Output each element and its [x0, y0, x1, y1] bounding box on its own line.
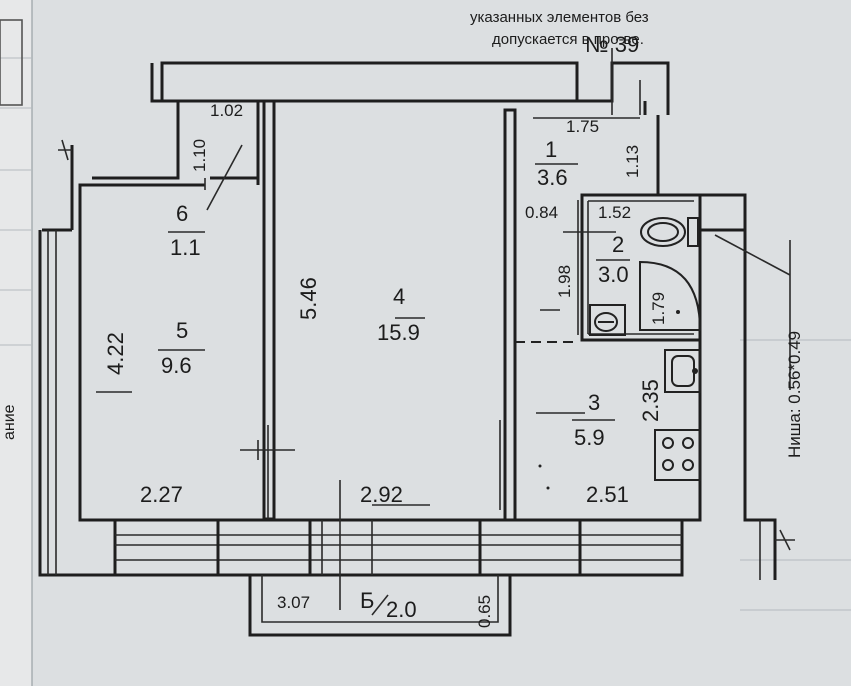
apartment-number: № 39 — [585, 32, 639, 57]
dim-corridor-width: 1.75 — [566, 117, 599, 136]
toilet-fixture — [640, 217, 699, 247]
dim-room-4-height: 5.46 — [296, 277, 321, 320]
dim-balcony-width: 3.07 — [277, 593, 310, 612]
room-5-number: 5 — [176, 318, 188, 343]
dim-bath-height: 1.98 — [555, 265, 574, 298]
dim-bath-offset: 0.84 — [525, 203, 558, 222]
fixtures — [589, 217, 702, 481]
dim-room-5-width: 2.27 — [140, 482, 183, 507]
room-4-area: 15.9 — [377, 320, 420, 345]
dim-room-5-height: 4.22 — [103, 332, 128, 375]
mark-dot — [538, 464, 542, 468]
balcony — [248, 575, 512, 637]
left-form-box — [0, 19, 23, 106]
room-6-number: 6 — [176, 201, 188, 226]
room-2-area: 3.0 — [598, 262, 629, 287]
dim-room-4-width: 2.92 — [360, 482, 403, 507]
niche-label: Ниша: 0.56*0.49 — [785, 331, 804, 458]
balcony-area: 2.0 — [386, 597, 417, 622]
room-6-area: 1.1 — [170, 235, 201, 260]
dim-closet-width: 1.02 — [210, 101, 243, 120]
balcony-slash — [371, 594, 389, 616]
dimension-lines — [96, 117, 791, 506]
dim-closet-depth: 1.10 — [190, 139, 209, 172]
dim-kitchen-height: 2.35 — [638, 379, 663, 422]
shower-fixture — [639, 260, 702, 331]
kitchen-sink-fixture — [664, 349, 701, 393]
walls — [38, 48, 795, 610]
left-page-edge — [0, 0, 32, 686]
room-4-number: 4 — [393, 284, 405, 309]
bg-text-1: указанных элементов без — [470, 9, 649, 26]
room-1-area: 3.6 — [537, 165, 568, 190]
room-5-area: 9.6 — [161, 353, 192, 378]
bg-text-left: ание — [1, 404, 18, 440]
room-3-number: 3 — [588, 390, 600, 415]
room-3-area: 5.9 — [574, 425, 605, 450]
stove-fixture — [654, 429, 701, 481]
room-1-number: 1 — [545, 137, 557, 162]
washbasin-fixture — [589, 304, 626, 336]
dim-balcony-depth: 0.65 — [475, 595, 494, 628]
dim-kitchen-width: 2.51 — [586, 482, 629, 507]
dim-corridor-depth: 1.13 — [623, 145, 642, 178]
dim-shower: 1.79 — [649, 292, 668, 325]
bg-text-2: допускается в про-ве. — [492, 31, 644, 48]
balcony-label: Б — [360, 588, 374, 613]
mark-dot — [546, 486, 550, 490]
room-2-number: 2 — [612, 232, 624, 257]
notebook-lines — [0, 57, 851, 611]
dim-bath-width: 1.52 — [598, 203, 631, 222]
